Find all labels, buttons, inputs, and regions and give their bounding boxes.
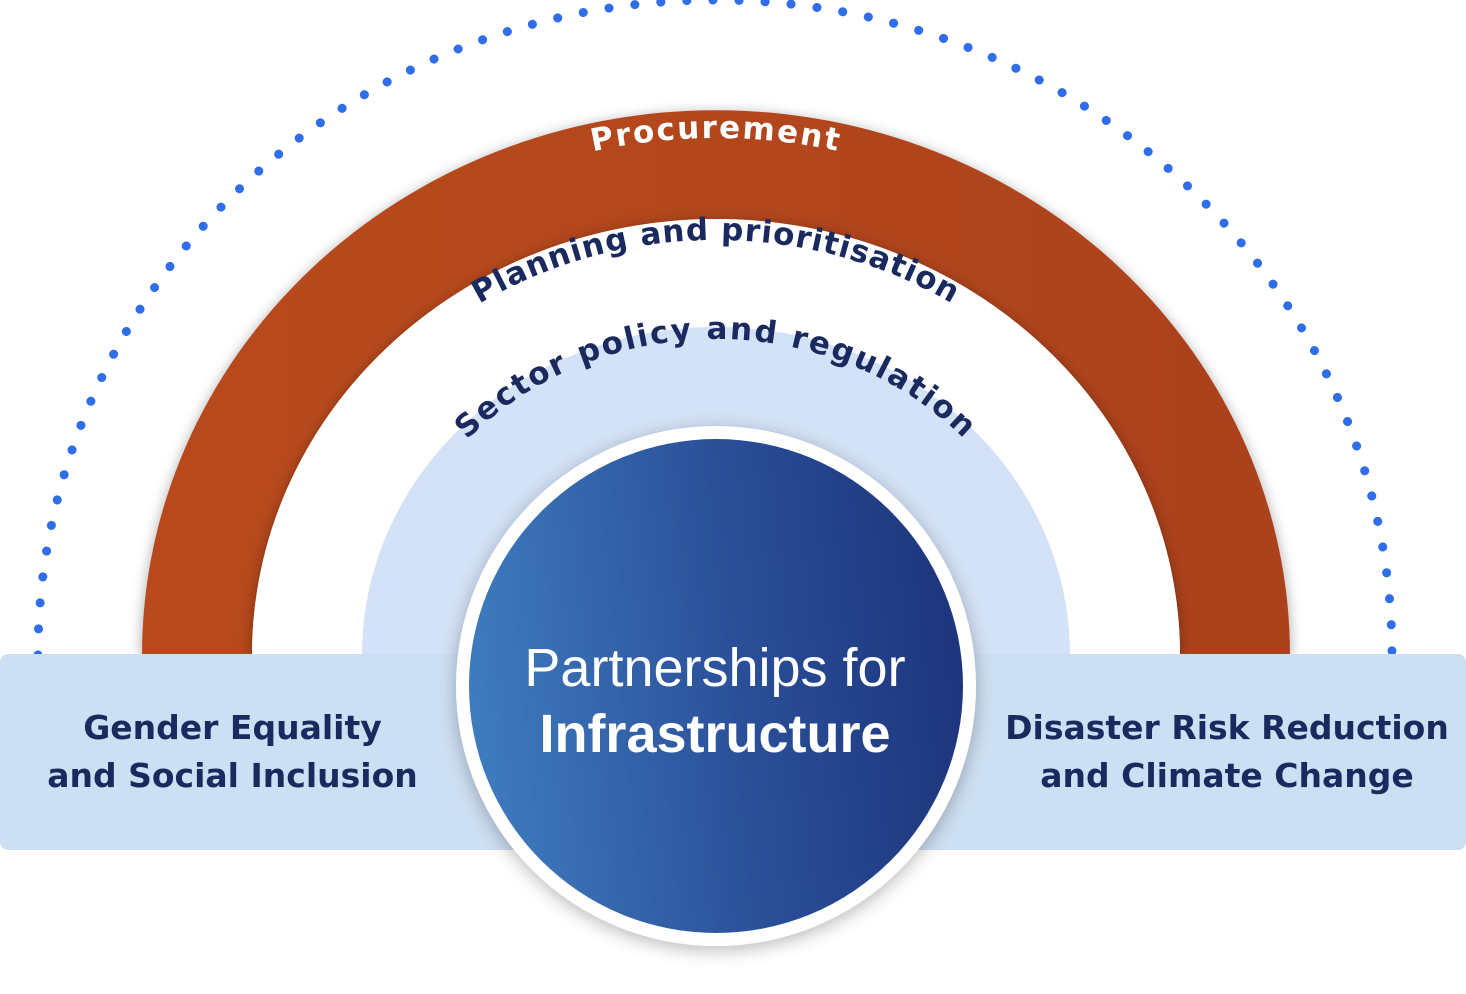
planning-band [252,219,1180,655]
side-label-left-line1: Gender Equality [83,708,382,747]
side-label-right-line2: and Climate Change [1040,756,1414,795]
center-title-line2: Infrastructure [539,704,891,764]
dotted-outer-ring [33,0,1397,660]
sector-policy-band [362,327,1070,655]
side-label-left-line2: and Social Inclusion [47,756,418,795]
side-label-right-line1: Disaster Risk Reduction [1005,708,1449,747]
center-circle [469,439,963,933]
procurement-band [142,110,1290,656]
center-title-line1: Partnerships for [524,638,906,698]
